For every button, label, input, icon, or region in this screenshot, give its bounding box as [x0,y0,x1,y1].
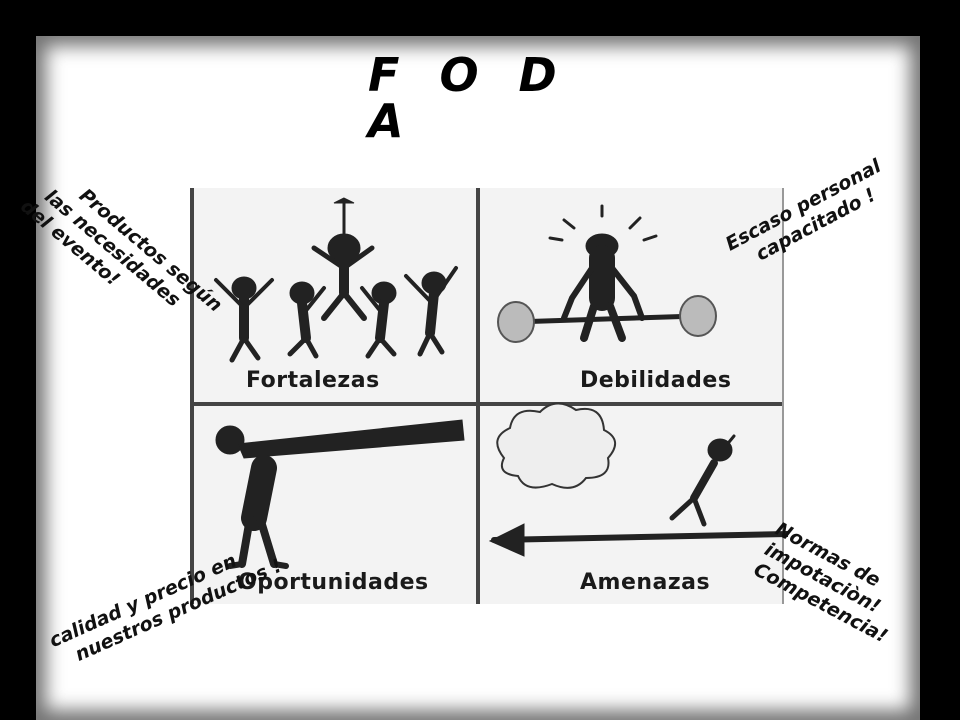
page-title: F O D A [368,48,569,148]
quadrant-illustrations [214,197,788,569]
grid-divider-horizontal [194,402,782,406]
label-oportunidades: Oportunidades [238,570,429,595]
oportunidades-illustration [215,419,465,569]
amenazas-illustration [488,402,788,557]
foda-grid: Fortalezas Debilidades Oportunidades Ame… [190,188,788,604]
debilidades-illustration [497,204,717,343]
fortalezas-illustration [214,197,458,363]
label-debilidades: Debilidades [580,368,732,393]
label-amenazas: Amenazas [580,570,711,595]
label-fortalezas: Fortalezas [246,368,380,393]
grid-divider-vertical [476,188,480,604]
